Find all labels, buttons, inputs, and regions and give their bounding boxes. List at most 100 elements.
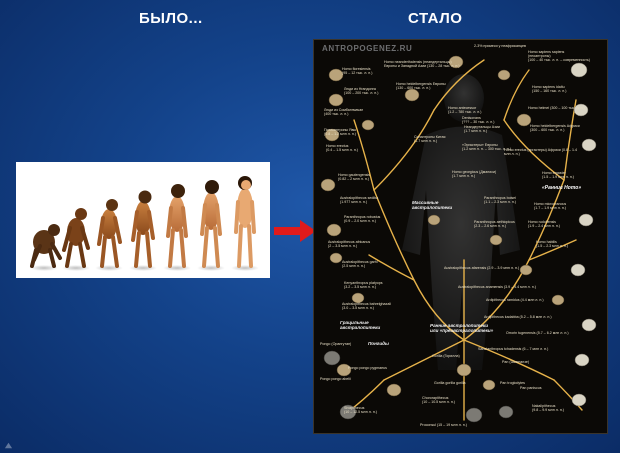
label-early-homo: «Ранние Homo» (542, 185, 582, 191)
skull-icon (570, 62, 588, 78)
label-australopithecus-anamensis: Australopithecus anamensis (3.9 – 4.4 мл… (458, 285, 536, 289)
label-gorilla: Gorilla (Горилла) (432, 354, 460, 358)
skull-icon (326, 223, 342, 237)
skull-icon (574, 353, 590, 367)
figure-early-hominid (62, 208, 90, 271)
phylogeny-branches (343, 59, 583, 421)
skull-icon (482, 379, 496, 391)
label-neanderthals-asia: Неандертальцы Азии (1.7 млн л. н.) (464, 125, 500, 134)
figure-australopithecus (95, 199, 123, 271)
label-homo-ergaster: Homo ergaster (1.5 – 1.9 млн л. н.) (542, 171, 575, 180)
label-nakalipithecus: Nakalipithecus (9.8 – 9.9 млн л. н.) (532, 404, 565, 413)
skull-icon (336, 363, 352, 377)
human-evolution-poster: ANTROPOGENEZ.RU Homo floresiensis (95 – … (313, 39, 608, 434)
label-australopithecus-afarensis: Australopithecus afarensis (2.9 – 3.9 мл… (444, 266, 520, 270)
skull-icon (351, 292, 365, 304)
label-homo-microcranous: Homo microcranous (1.7 – 1.9 млн л. н.) (534, 202, 567, 211)
label-homo-gautengensis: Homo gautengensis (0.82 – 2 млн л. н.) (338, 173, 370, 182)
label-kenyanthropus-platyops: Kenyanthropus platyops (3.2 – 3.5 млн л.… (344, 281, 383, 290)
poster-site-label: ANTROPOGENEZ.RU (322, 44, 413, 53)
label-sivapithecus: Sivapithecus (10 – 12.5 млн л. н.) (344, 406, 378, 415)
label-pongo-abelii: Pongo pongo abelii (320, 377, 351, 381)
title-after: СТАЛО (408, 10, 463, 27)
label-neanderthalensis: Homo neanderthalensis (неандертальцы) Ев… (384, 60, 460, 69)
skull-icon (361, 119, 375, 131)
label-homo-rudolfensis: Homo rudolfensis (1.9 – 2.4 млн л. н.) (528, 220, 561, 229)
label-proconsul: Proconsul (15 – 19 млн л. н.) (420, 423, 467, 427)
figure-homo-habilis (129, 190, 157, 271)
skull-icon (404, 88, 420, 102)
label-pan-paniscus: Pan paniscus (520, 386, 542, 390)
skull-icon (551, 294, 565, 306)
skull-icon (516, 113, 532, 127)
figure-neanderthal (197, 180, 225, 271)
label-admixture-note: 2-3% примеси у неафриканцев (474, 44, 526, 48)
label-ngandong: Люди из Нгандонга (100 – 200 тыс. л. н.) (344, 87, 379, 96)
label-homo-habilis: Homo habilis (1.5 – 2.3 млн л. н.) (536, 240, 569, 249)
label-homo-helmei: Homo helmei (300 – 100 тыс. л. н.) (528, 106, 585, 110)
label-pithecanthropus: Питекантропы Явы (0.8 – 1.2 млн л. н.) (324, 128, 357, 137)
skull-icon (323, 350, 341, 366)
label-erectus-africa: Homo erectus (эргастеры) Африки (0.8 – 1… (504, 148, 577, 157)
march-of-progress-illustration (16, 162, 270, 278)
skull-icon (489, 234, 503, 246)
label-australopithecus-bahrelghazali: Australopithecus bahrelghazali (3.0 – 3.… (342, 302, 391, 311)
label-early-australopithecines: Ранние австралопитеки или «преавстралопи… (430, 323, 494, 334)
skull-icon (328, 68, 344, 82)
label-homo-erectus: Homo erectus (0.4 – 1.5 млн л. н.) (326, 144, 359, 153)
label-pan: Pan (Шимпанзе) (502, 360, 530, 364)
label-pan-troglodytes: Pan troglodytes (500, 381, 525, 385)
label-ardipithecus-ramidus: Ardipithecus ramidus (4.4 млн л. н.) (486, 298, 544, 302)
skull-icon (465, 407, 483, 423)
label-paranthropus-robustus: Paranthropus robustus (0.9 – 2.0 млн л. … (344, 215, 381, 224)
skull-icon (448, 55, 464, 69)
label-sambungmacan: Люди из Сомбангмачан (400 тыс. л. н.) (324, 108, 364, 117)
label-australopithecus-garhi: Australopithecus garhi (2.5 млн л. н.) (342, 260, 378, 269)
skull-icons (320, 55, 597, 423)
label-paranthropus-aethiopicus: Paranthropus aethiopicus (2.3 – 2.6 млн … (474, 220, 515, 229)
skull-icon (581, 138, 597, 152)
skull-icon (519, 264, 533, 276)
label-pongo-pygmaeus: Pongo pongo pygmaeus (348, 366, 387, 370)
label-pongo: Pongo (Орангутан) (320, 342, 352, 346)
skull-icon (456, 363, 472, 377)
title-before: БЫЛО... (139, 10, 203, 27)
march-of-progress-image (16, 162, 270, 278)
skull-icon (581, 318, 597, 332)
arrow-right-icon (274, 220, 316, 242)
label-gracile-australopithecines: Грацильные австралопитеки (340, 320, 381, 331)
skull-icon (578, 213, 594, 227)
label-pongids: Понгиды (368, 341, 389, 346)
label-australopithecus-sediba: Australopithecus sediba (1.977 млн л. н.… (340, 196, 379, 205)
evolution-tree-diagram (314, 40, 607, 433)
skull-icon (339, 404, 357, 420)
skull-icon (329, 252, 343, 264)
label-sapiens-idaltu: Homo sapiens idaltu (150 – 160 тыс. л. н… (532, 85, 567, 94)
skull-icon (497, 69, 511, 81)
label-chororapithecus: Chororapithecus (10 – 10.5 млн л. н.) (422, 396, 456, 405)
label-denisovans: Denisovans (??? – 30 тыс. л. н.) (462, 116, 495, 125)
label-homo-georgicus: Homo georgicus (Дманиси) (1.7 млн л. н.) (452, 170, 497, 179)
label-heidelbergensis-africa: Homo heidelbergensis Африки (300 – 600 т… (530, 124, 580, 133)
label-australopithecus-africanus: Australopithecus africanus (2 – 3.5 млн … (328, 240, 371, 249)
skull-icon (571, 393, 587, 407)
label-paranthropus-boisei: Paranthropus boisei (1.1 – 2.3 млн л. н.… (484, 196, 517, 205)
label-ardipithecus-kadabba: Ardipithecus kadabba (5.2 – 5.8 млн л. н… (484, 315, 552, 319)
skull-icon (427, 214, 441, 226)
slide-control-icon[interactable] (4, 441, 13, 450)
skull-icon (328, 93, 344, 107)
figure-homo-erectus (163, 184, 191, 271)
skull-icon (570, 263, 586, 277)
label-heidelbergensis-europe: Homo heidelbergensis Европы (130 – 600 т… (396, 82, 446, 91)
label-homo-floresiensis: Homo floresiensis (95 – 12 тыс. л. н.) (342, 67, 373, 76)
label-sahelanthropus: Sahelanthropus tchadensis (6 – 7 млн л. … (478, 347, 549, 351)
label-sinanthropus: Синантропы Китая (1.7 млн л. н.) (414, 135, 446, 144)
skull-icon (386, 383, 402, 397)
figure-ape (30, 224, 62, 271)
skull-icon (320, 178, 336, 192)
skull-icon (324, 128, 340, 142)
skull-icon (498, 405, 514, 419)
label-homo-antecessor: Homo antecessor (1.2 – 780 тыс. л. н.) (448, 106, 482, 115)
label-orrorin-tugenensis: Orrorin tugenensis (5.7 – 6.2 млн л. н.) (506, 331, 569, 335)
label-gorilla-gorilla: Gorilla gorilla gorilla (434, 381, 466, 385)
